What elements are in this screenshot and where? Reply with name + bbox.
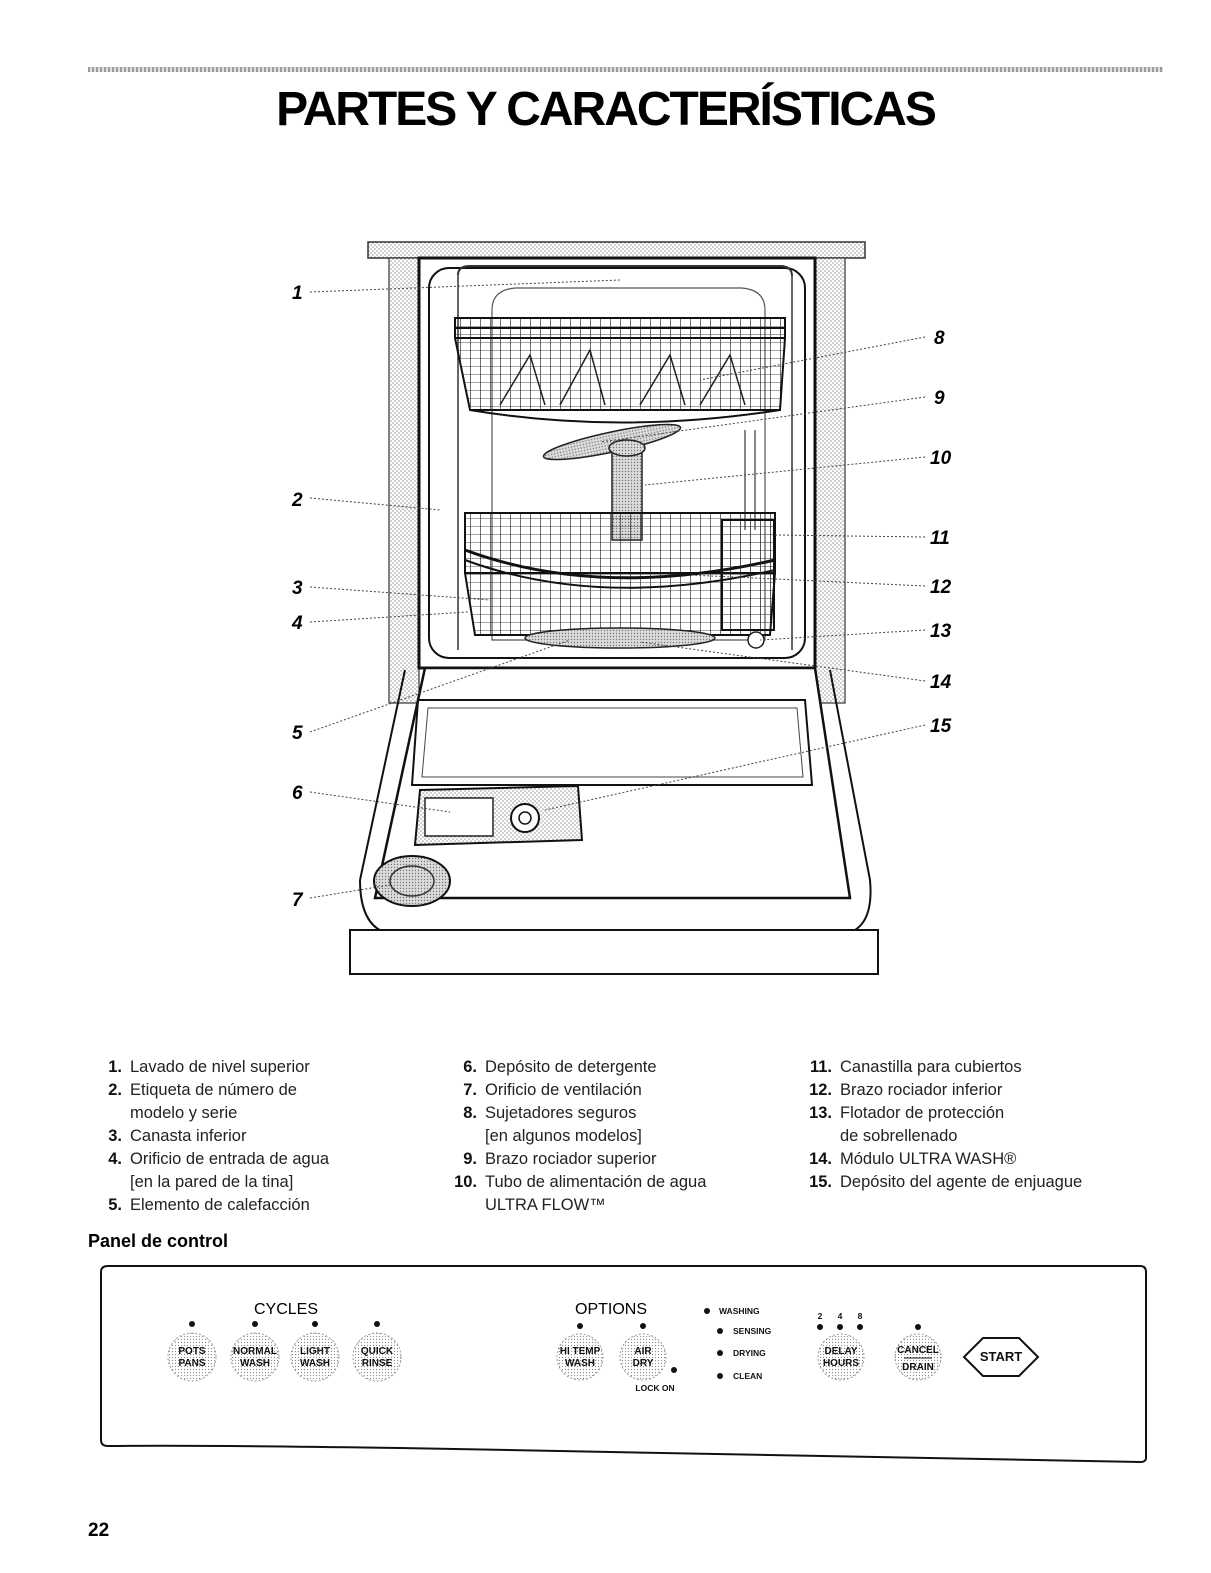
legend-item: 12.Brazo rociador inferior	[809, 1081, 1003, 1099]
callout-10: 10	[930, 448, 952, 469]
detergent-dispenser	[413, 784, 584, 847]
overfill-float	[747, 631, 765, 649]
callout-1: 1	[292, 283, 303, 304]
svg-text:RINSE: RINSE	[362, 1358, 393, 1369]
svg-text:DELAY: DELAY	[825, 1346, 858, 1357]
svg-text:8: 8	[858, 1311, 863, 1321]
leader-lines	[309, 279, 926, 899]
panel-heading: Panel de control	[88, 1231, 229, 1251]
start-button[interactable]: START	[962, 1337, 1040, 1377]
right-cabinet-wall	[814, 257, 846, 704]
svg-text:DRYING: DRYING	[733, 1348, 766, 1358]
svg-text:DRAIN: DRAIN	[902, 1362, 934, 1373]
control-panel: CYCLES OPTIONS POTS PANS NORMAL WASH LIG…	[100, 1265, 1147, 1464]
callout-12: 12	[930, 577, 952, 598]
svg-text:QUICK: QUICK	[361, 1346, 394, 1357]
svg-text:WASH: WASH	[240, 1358, 270, 1369]
callout-4: 4	[291, 613, 303, 634]
legend-item: 9.Brazo rociador superior	[463, 1150, 657, 1168]
svg-text:POTS: POTS	[178, 1346, 206, 1357]
callout-13: 13	[930, 621, 952, 642]
svg-text:WASH: WASH	[300, 1358, 330, 1369]
svg-text:AIR: AIR	[634, 1346, 652, 1357]
delay-indicators: 2 4 8	[817, 1311, 863, 1330]
callout-6: 6	[292, 783, 303, 804]
hi-temp-wash-button[interactable]: HI TEMP WASH	[556, 1323, 604, 1381]
svg-text:WASH: WASH	[565, 1358, 595, 1369]
cancel-drain-button[interactable]: CANCEL DRAIN	[894, 1324, 942, 1381]
svg-text:SENSING: SENSING	[733, 1326, 772, 1336]
vent	[373, 855, 451, 907]
svg-text:HOURS: HOURS	[823, 1358, 859, 1369]
silverware-basket	[721, 519, 775, 631]
callout-9: 9	[934, 388, 945, 409]
callout-2: 2	[291, 490, 303, 511]
countertop	[367, 241, 866, 259]
svg-text:CLEAN: CLEAN	[733, 1371, 762, 1381]
legend-column-3: 11.Canastilla para cubiertos 12.Brazo ro…	[800, 1056, 1180, 1194]
legend-item: 2.Etiqueta de número de modelo y serie	[108, 1081, 297, 1122]
legend-item: 7.Orificio de ventilación	[463, 1081, 642, 1099]
dishwasher-diagram: 1 2 3 4 5 6 7 8 9 10 11 12 13 14 15	[291, 241, 952, 975]
callout-11: 11	[930, 528, 950, 549]
legend-item: 10.Tubo de alimentación de agua ULTRA FL…	[454, 1173, 707, 1214]
air-dry-button[interactable]: AIR DRY	[619, 1323, 667, 1381]
upper-rack	[454, 317, 786, 424]
delay-hours-button[interactable]: DELAY HOURS	[817, 1333, 865, 1381]
quick-rinse-button[interactable]: QUICK RINSE	[352, 1321, 402, 1382]
callout-14: 14	[930, 672, 952, 693]
page-number: 22	[88, 1520, 110, 1541]
callout-15: 15	[930, 716, 952, 737]
cycles-label: CYCLES	[254, 1301, 318, 1318]
legend-item: 11.Canastilla para cubiertos	[809, 1058, 1022, 1076]
lower-spray-arm	[524, 627, 716, 649]
svg-text:4: 4	[838, 1311, 843, 1321]
legend-item: 15.Depósito del agente de enjuague	[809, 1173, 1083, 1191]
left-cabinet-wall	[388, 257, 420, 704]
svg-text:LIGHT: LIGHT	[300, 1346, 330, 1357]
svg-text:DRY: DRY	[633, 1358, 654, 1369]
legend-item: 5.Elemento de calefacción	[108, 1196, 310, 1214]
legend-item: 6.Depósito de detergente	[463, 1058, 657, 1076]
status-indicators: WASHING SENSING DRYING CLEAN	[704, 1306, 772, 1381]
normal-wash-button[interactable]: NORMAL WASH	[230, 1321, 280, 1382]
legend-item: 1.Lavado de nivel superior	[108, 1058, 310, 1076]
callout-5: 5	[292, 723, 303, 744]
top-rule	[88, 67, 1163, 72]
legend-item: 4.Orificio de entrada de agua [en la par…	[108, 1150, 330, 1191]
svg-text:PANS: PANS	[178, 1358, 205, 1369]
legend-item: 8.Sujetadores seguros [en algunos modelo…	[463, 1104, 642, 1145]
svg-text:NORMAL: NORMAL	[233, 1346, 277, 1357]
options-label: OPTIONS	[575, 1301, 647, 1318]
svg-text:2: 2	[818, 1311, 823, 1321]
legend-column-2: 6.Depósito de detergente 7.Orificio de v…	[445, 1056, 785, 1217]
legend-item: 3.Canasta inferior	[108, 1127, 247, 1145]
callout-3: 3	[292, 578, 303, 599]
pots-pans-button[interactable]: POTS PANS	[167, 1321, 217, 1382]
svg-text:START: START	[980, 1349, 1022, 1364]
svg-text:WASHING: WASHING	[719, 1306, 760, 1316]
page-title: PARTES Y CARACTERÍSTICAS	[276, 83, 937, 136]
legend-item: 13.Flotador de protección de sobrellenad…	[809, 1104, 1005, 1145]
legend-item: 14.Módulo ULTRA WASH®	[809, 1150, 1017, 1168]
lock-on-label: LOCK ON	[635, 1383, 674, 1393]
callout-8: 8	[934, 328, 945, 349]
svg-text:HI TEMP: HI TEMP	[560, 1346, 601, 1357]
svg-text:CANCEL: CANCEL	[897, 1345, 939, 1356]
legend-column-1: 1.Lavado de nivel superior 2.Etiqueta de…	[90, 1056, 420, 1217]
callout-7: 7	[292, 890, 304, 911]
light-wash-button[interactable]: LIGHT WASH	[290, 1321, 340, 1382]
